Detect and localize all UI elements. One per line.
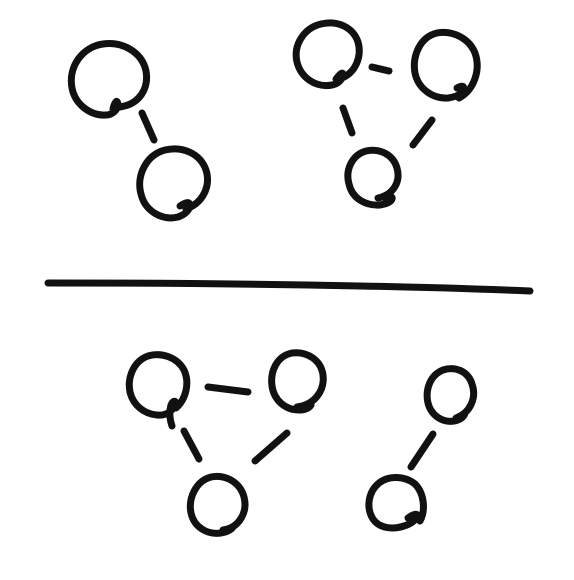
node [186, 472, 249, 537]
edge [368, 63, 393, 75]
top-triangle-graph [292, 19, 481, 209]
edge [204, 383, 252, 396]
edge [339, 104, 356, 137]
divider-line [44, 279, 534, 295]
node [292, 19, 363, 90]
top-pair-graph [67, 40, 211, 222]
bottom-pair-graph [365, 365, 478, 532]
node [268, 349, 327, 414]
edge [251, 429, 291, 465]
node [365, 474, 427, 532]
edge [138, 109, 158, 144]
top-half [67, 19, 481, 222]
bottom-triangle-graph [125, 349, 327, 537]
node [125, 351, 191, 430]
edge [409, 116, 436, 149]
bottom-half [125, 349, 478, 537]
node [344, 146, 402, 209]
edge [407, 430, 437, 471]
node [410, 28, 481, 102]
node [136, 145, 211, 222]
node [423, 365, 478, 425]
edge [180, 427, 203, 463]
node [67, 40, 151, 119]
